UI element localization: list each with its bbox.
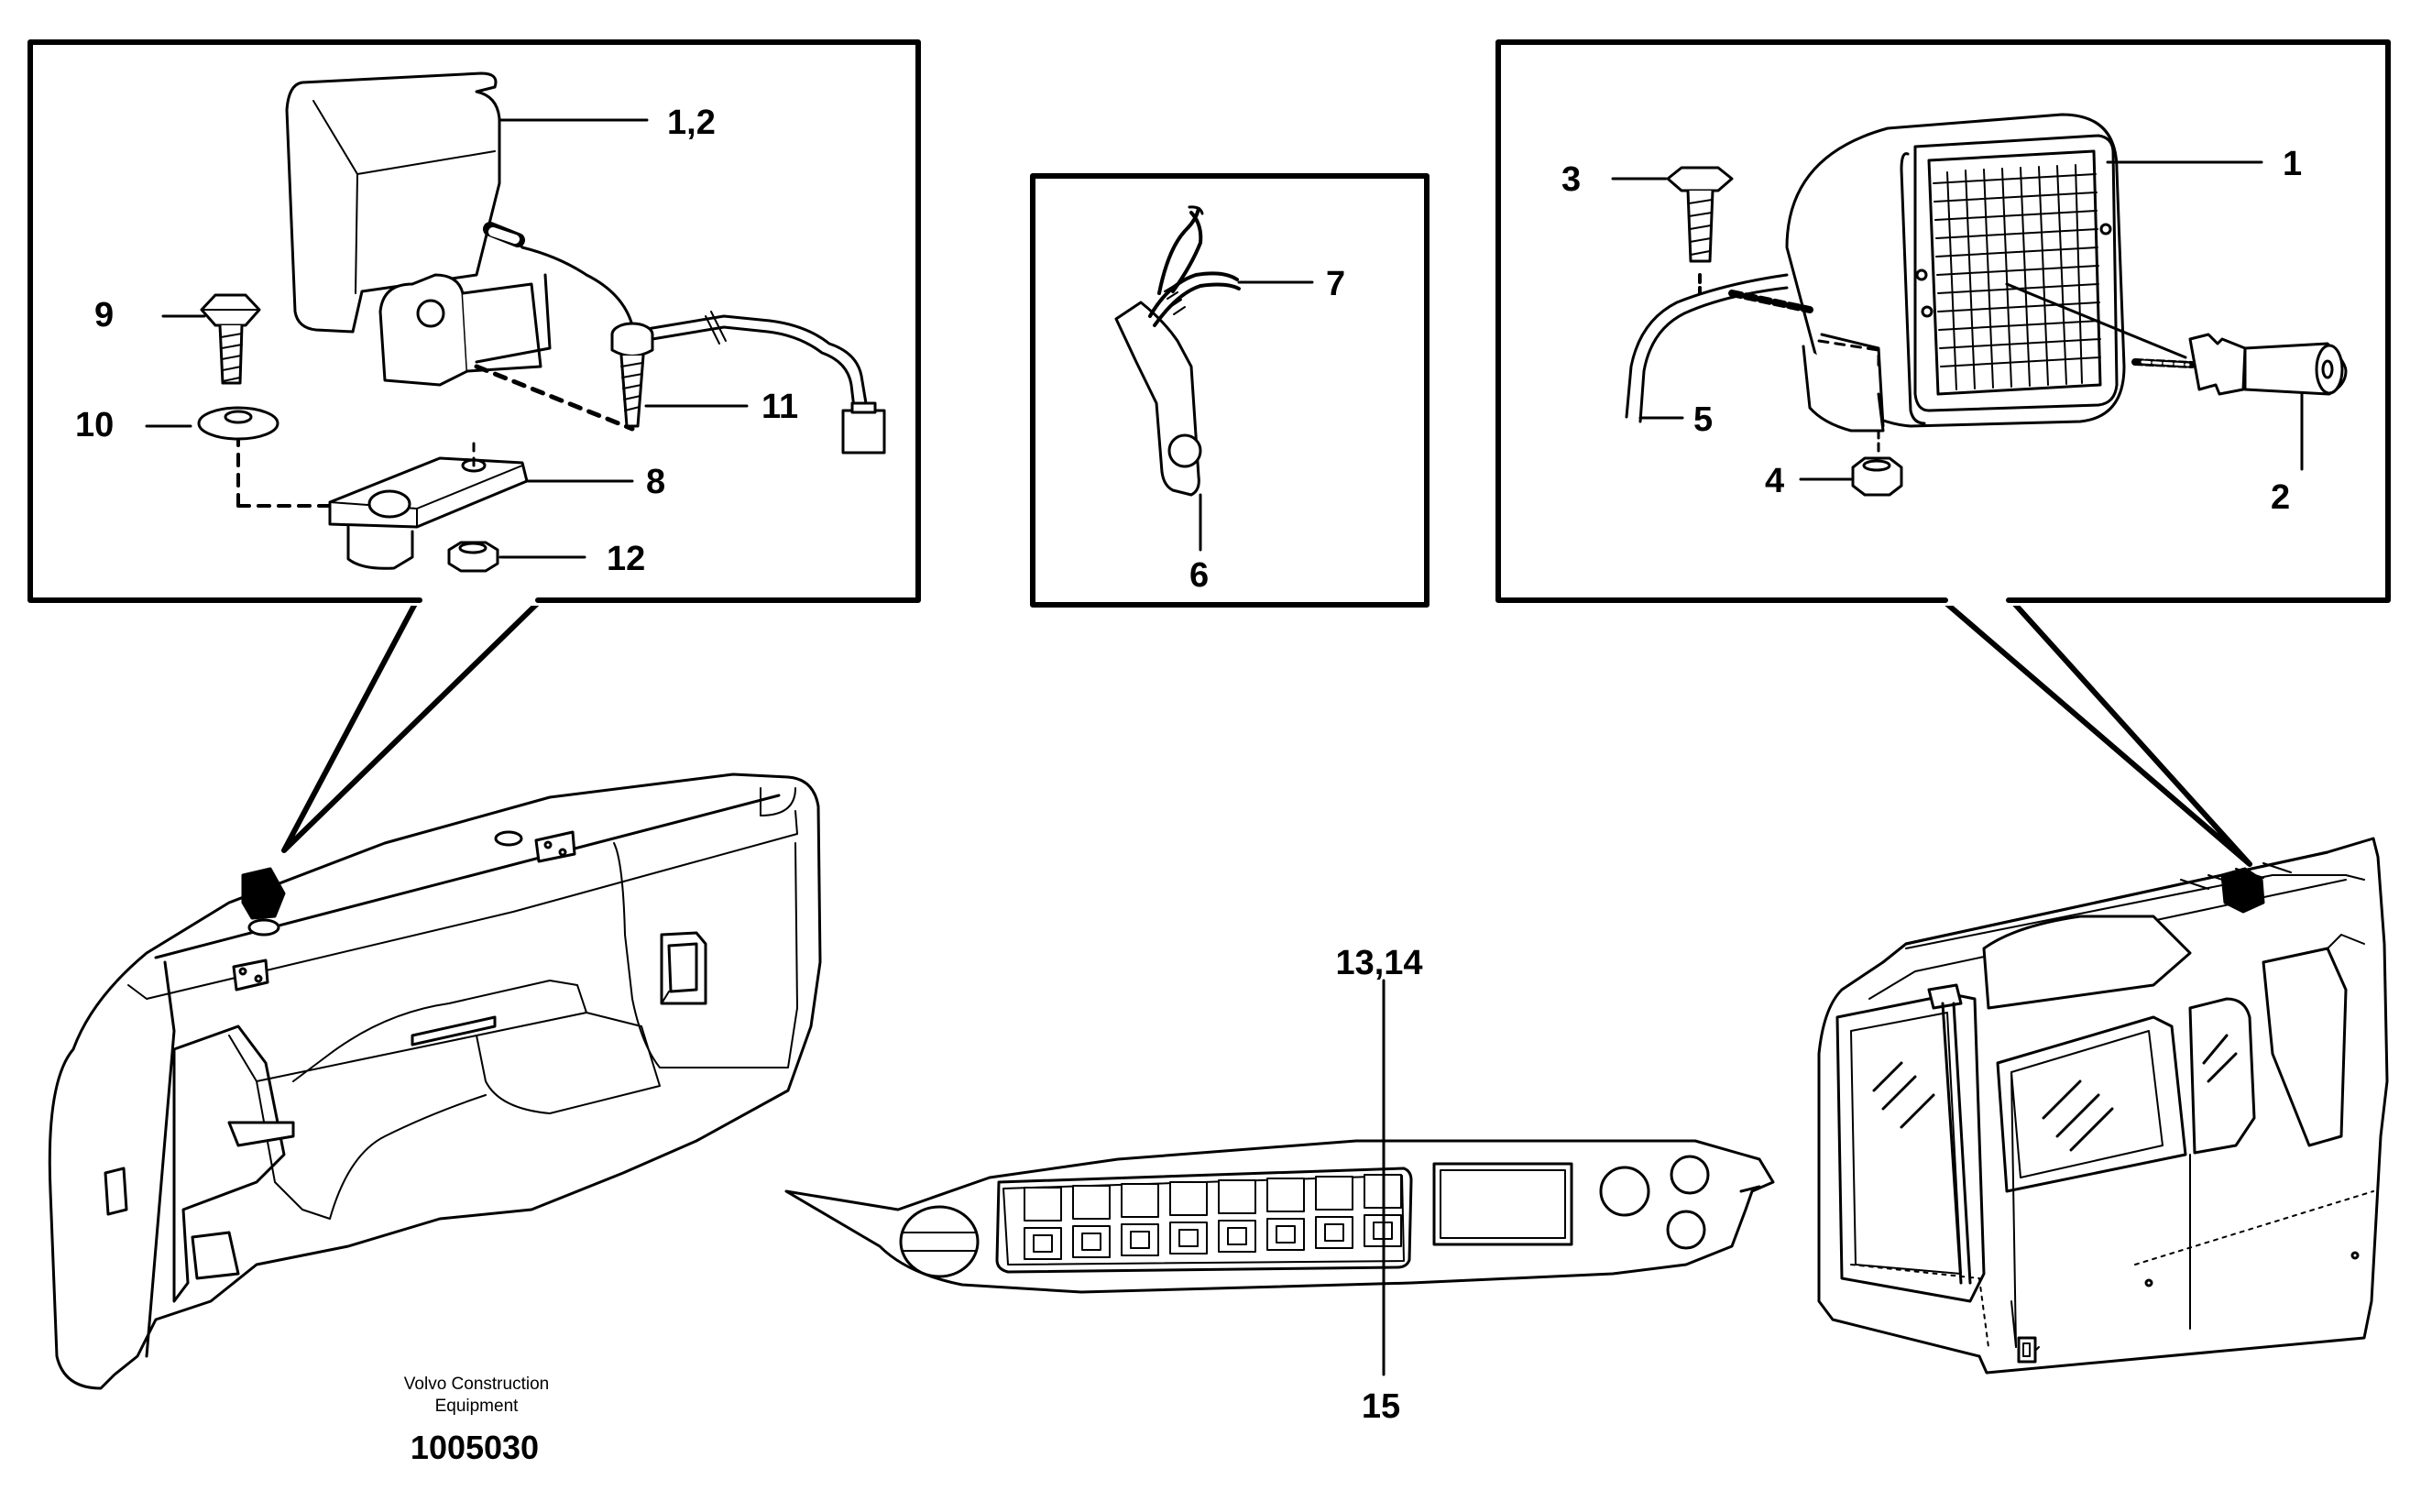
- detail-box-left: [27, 39, 921, 853]
- footer: Volvo Construction Equipment 1005030: [404, 1375, 549, 1466]
- operator-cab-drawing: [1817, 837, 2389, 1375]
- callout-6: 6: [1189, 556, 1209, 595]
- counterweight-drawing: [48, 772, 822, 1390]
- callout-3: 3: [1561, 160, 1581, 199]
- callouts-right: 3 1 5 4 2: [1561, 145, 2302, 517]
- callout-1-2: 1,2: [667, 104, 716, 142]
- callout-12: 12: [607, 540, 645, 578]
- brand-line-1: Volvo Construction: [404, 1375, 549, 1394]
- drawing-number: 1005030: [411, 1429, 539, 1466]
- detail-box-center: [1030, 173, 1430, 608]
- callout-7: 7: [1326, 265, 1345, 303]
- callout-9: 9: [94, 296, 114, 334]
- callout-2: 2: [2271, 478, 2290, 517]
- callout-1: 1: [2283, 145, 2302, 183]
- callout-15: 15: [1362, 1387, 1400, 1426]
- callouts-left: 1,2 9 10 11 8 12: [75, 104, 798, 578]
- work-lamp-rear-drawing: [145, 71, 886, 573]
- callout-11: 11: [761, 388, 798, 426]
- work-lamp-cab-drawing: [1611, 113, 2348, 497]
- detail-box-right: [1495, 39, 2391, 867]
- callout-4: 4: [1765, 462, 1784, 500]
- brand-line-2: Equipment: [435, 1397, 520, 1416]
- callout-10: 10: [75, 406, 114, 444]
- switch-panel-drawing: [784, 979, 1775, 1376]
- callouts-panel: 13,14 15: [1335, 944, 1422, 1426]
- callout-5: 5: [1693, 400, 1713, 439]
- cable-clip-drawing: [1114, 205, 1314, 552]
- callouts-center: 7 6: [1189, 265, 1345, 595]
- callout-8: 8: [646, 463, 665, 501]
- callout-13-14: 13,14: [1335, 944, 1422, 982]
- switch-grid: [1024, 1174, 1402, 1260]
